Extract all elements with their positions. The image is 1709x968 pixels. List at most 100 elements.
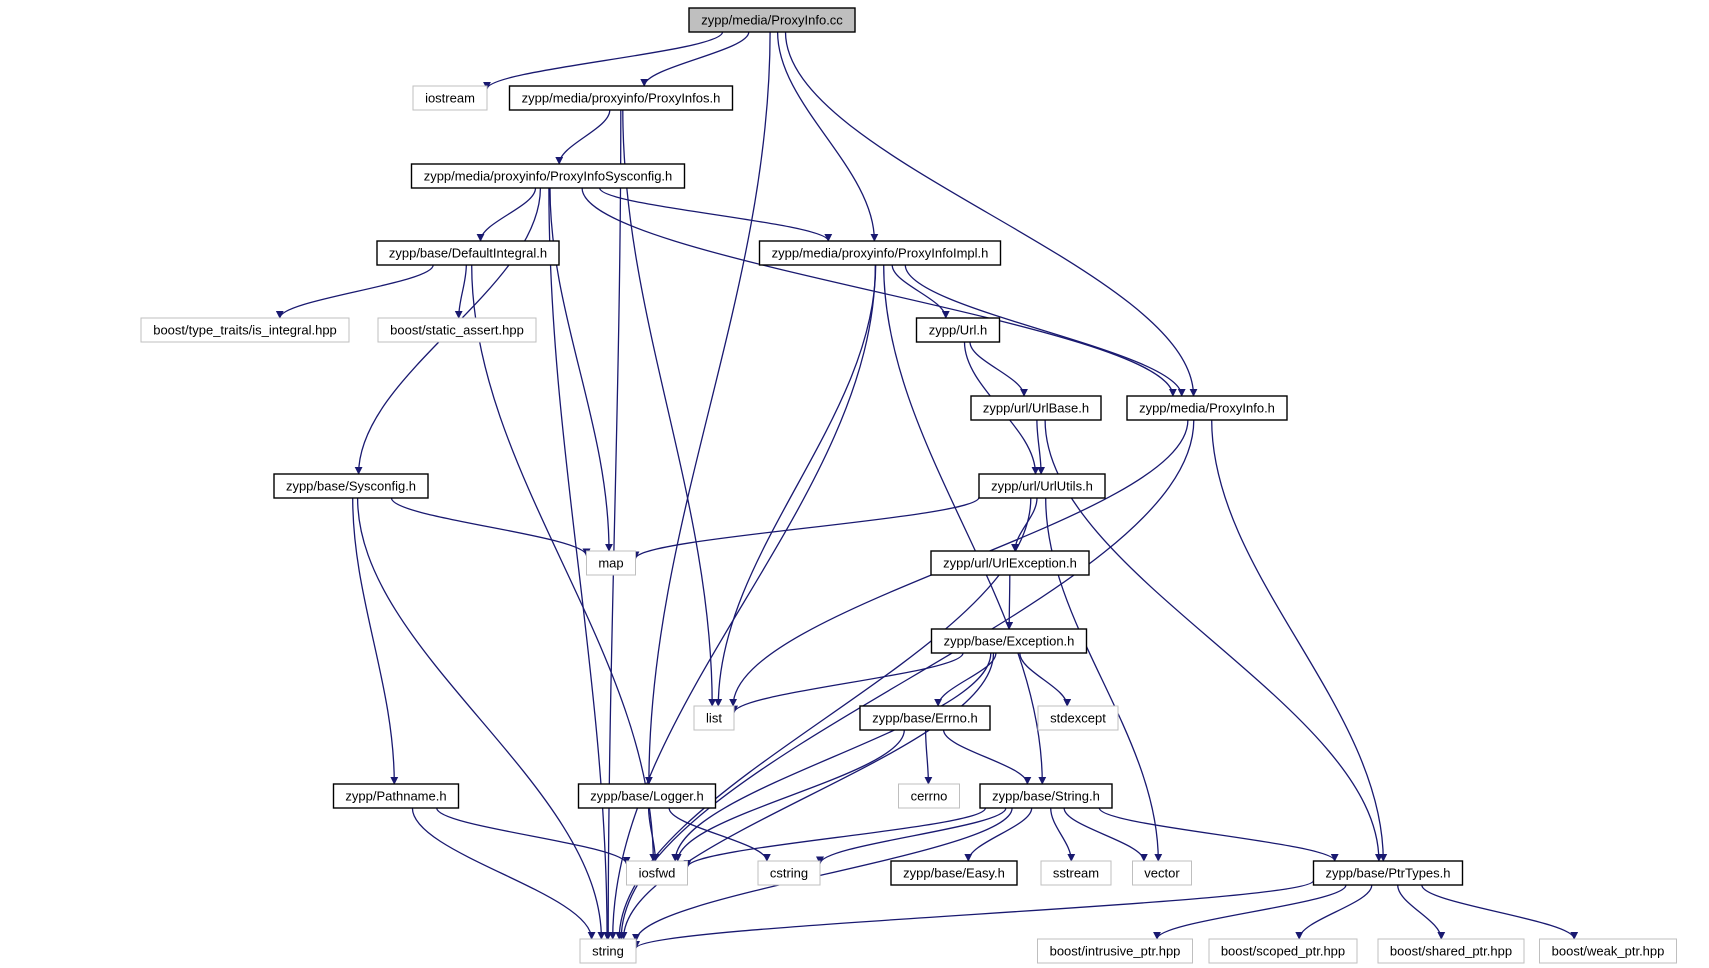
node-label: cerrno bbox=[911, 789, 948, 804]
node-urlutils_h[interactable]: zypp/url/UrlUtils.h bbox=[978, 473, 1106, 499]
node-box bbox=[1040, 860, 1112, 886]
node-box bbox=[915, 317, 1001, 343]
node-proxyinfos_h[interactable]: zypp/media/proxyinfo/ProxyInfos.h bbox=[508, 85, 734, 111]
node-defaultintegral_h[interactable]: zypp/base/DefaultIntegral.h bbox=[376, 240, 560, 266]
node-box bbox=[1312, 860, 1464, 886]
node-map: map bbox=[586, 550, 636, 576]
edge-defaultintegral_h-to-iosfwd bbox=[471, 264, 658, 862]
edge-defaultintegral_h-to-is_integral bbox=[275, 264, 434, 319]
node-box bbox=[579, 938, 637, 964]
node-label: cstring bbox=[770, 866, 808, 881]
edge-ptrtypes_h-to-string bbox=[632, 879, 1315, 949]
node-box bbox=[626, 860, 688, 886]
node-label: zypp/base/Sysconfig.h bbox=[286, 479, 416, 494]
edge-proxyinfos_h-to-string bbox=[604, 109, 622, 940]
edge-proxyinfo_cc-to-iostream bbox=[483, 31, 724, 90]
node-box bbox=[758, 240, 1002, 266]
node-iosfwd: iosfwd bbox=[626, 860, 688, 886]
edge-proxyinfoimpl_h-to-string bbox=[608, 264, 876, 940]
edge-exception_h-to-stdexcept bbox=[1019, 652, 1072, 707]
edge-proxyinfoimpl_h-to-url_h bbox=[891, 264, 950, 319]
edge-errno_h-to-string_h bbox=[942, 729, 1032, 785]
node-box bbox=[508, 85, 734, 111]
node-sysconfig_pi_h[interactable]: zypp/media/proxyinfo/ProxyInfoSysconfig.… bbox=[410, 163, 686, 189]
node-label: zypp/media/ProxyInfo.cc bbox=[701, 13, 843, 28]
node-box bbox=[930, 550, 1090, 576]
node-label: stdexcept bbox=[1050, 711, 1106, 726]
node-label: boost/intrusive_ptr.hpp bbox=[1050, 944, 1181, 959]
edge-urlutils_h-to-vector bbox=[1045, 497, 1163, 862]
node-is_integral: boost/type_traits/is_integral.hpp bbox=[140, 317, 350, 343]
node-box bbox=[970, 395, 1102, 421]
node-box bbox=[410, 163, 686, 189]
node-pathname_h[interactable]: zypp/Pathname.h bbox=[332, 783, 460, 809]
edge-string_h-to-ptrtypes_h bbox=[1098, 807, 1339, 862]
node-scoped_ptr: boost/scoped_ptr.hpp bbox=[1208, 938, 1358, 964]
node-label: zypp/base/Logger.h bbox=[590, 789, 703, 804]
node-label: zypp/base/Exception.h bbox=[944, 634, 1075, 649]
node-box bbox=[757, 860, 821, 886]
node-label: zypp/Url.h bbox=[929, 323, 988, 338]
node-box bbox=[979, 783, 1113, 809]
edge-errno_h-to-cerrno bbox=[924, 729, 933, 785]
edge-exception_h-to-errno_h bbox=[934, 652, 997, 707]
node-label: vector bbox=[1144, 866, 1180, 881]
edge-proxyinfoimpl_h-to-string_h bbox=[883, 264, 1047, 785]
edge-errno_h-to-iosfwd bbox=[673, 729, 905, 862]
edge-url_h-to-urlbase_h bbox=[969, 341, 1028, 397]
node-box bbox=[1126, 395, 1288, 421]
edge-string_h-to-string bbox=[632, 807, 1013, 942]
node-easy_h[interactable]: zypp/base/Easy.h bbox=[890, 860, 1018, 886]
node-string_h[interactable]: zypp/base/String.h bbox=[979, 783, 1113, 809]
node-proxyinfo_cc[interactable]: zypp/media/ProxyInfo.cc bbox=[688, 7, 856, 33]
node-box bbox=[1208, 938, 1358, 964]
edge-logger_h-to-iosfwd bbox=[647, 807, 660, 862]
edge-sysconfig_pi_h-to-proxyinfo_h bbox=[581, 187, 1177, 397]
node-label: zypp/url/UrlUtils.h bbox=[991, 479, 1093, 494]
edge-ptrtypes_h-to-scoped_ptr bbox=[1295, 884, 1373, 940]
edge-sysconfig_h-to-map bbox=[390, 497, 591, 557]
edge-exception_h-to-list bbox=[730, 652, 964, 714]
edge-pathname_h-to-string bbox=[411, 807, 596, 940]
node-exception_h[interactable]: zypp/base/Exception.h bbox=[930, 628, 1088, 654]
edge-sysconfig_h-to-pathname_h bbox=[352, 497, 399, 785]
node-label: zypp/base/DefaultIntegral.h bbox=[389, 246, 547, 261]
node-label: iosfwd bbox=[639, 866, 676, 881]
node-list: list bbox=[693, 705, 735, 731]
edge-urlbase_h-to-urlutils_h bbox=[1036, 419, 1046, 475]
node-ptrtypes_h[interactable]: zypp/base/PtrTypes.h bbox=[1312, 860, 1464, 886]
node-label: zypp/base/Easy.h bbox=[903, 866, 1005, 881]
edge-exception_h-to-string bbox=[619, 652, 995, 940]
node-urlexception_h[interactable]: zypp/url/UrlException.h bbox=[930, 550, 1090, 576]
node-box bbox=[1132, 860, 1192, 886]
edge-proxyinfoimpl_h-to-proxyinfo_h bbox=[904, 264, 1186, 397]
node-logger_h[interactable]: zypp/base/Logger.h bbox=[577, 783, 717, 809]
node-label: map bbox=[598, 556, 623, 571]
node-intrusive_ptr: boost/intrusive_ptr.hpp bbox=[1037, 938, 1193, 964]
node-sysconfig_h[interactable]: zypp/base/Sysconfig.h bbox=[273, 473, 429, 499]
edge-layer bbox=[275, 31, 1579, 949]
node-label: boost/static_assert.hpp bbox=[390, 323, 524, 338]
edge-defaultintegral_h-to-static_assert bbox=[454, 264, 467, 319]
edge-logger_h-to-cstring bbox=[668, 807, 771, 862]
edge-string_h-to-iosfwd bbox=[683, 807, 987, 868]
node-label: zypp/base/String.h bbox=[992, 789, 1100, 804]
node-errno_h[interactable]: zypp/base/Errno.h bbox=[859, 705, 991, 731]
node-label: iostream bbox=[425, 91, 475, 106]
edge-ptrtypes_h-to-shared_ptr bbox=[1397, 884, 1446, 940]
edge-proxyinfoimpl_h-to-list bbox=[714, 264, 877, 707]
node-url_h[interactable]: zypp/Url.h bbox=[915, 317, 1001, 343]
node-urlbase_h[interactable]: zypp/url/UrlBase.h bbox=[970, 395, 1102, 421]
edge-ptrtypes_h-to-weak_ptr bbox=[1421, 884, 1579, 940]
node-label: zypp/media/proxyinfo/ProxyInfoSysconfig.… bbox=[424, 169, 673, 184]
node-box bbox=[376, 240, 560, 266]
node-static_assert: boost/static_assert.hpp bbox=[377, 317, 537, 343]
edge-urlutils_h-to-map bbox=[631, 496, 980, 560]
node-label: boost/weak_ptr.hpp bbox=[1552, 944, 1665, 959]
node-weak_ptr: boost/weak_ptr.hpp bbox=[1539, 938, 1677, 964]
node-proxyinfoimpl_h[interactable]: zypp/media/proxyinfo/ProxyInfoImpl.h bbox=[758, 240, 1002, 266]
node-box bbox=[332, 783, 460, 809]
node-proxyinfo_h[interactable]: zypp/media/ProxyInfo.h bbox=[1126, 395, 1288, 421]
node-box bbox=[898, 783, 960, 809]
node-layer: zypp/media/ProxyInfo.cc iostream zypp/medi… bbox=[140, 7, 1677, 964]
